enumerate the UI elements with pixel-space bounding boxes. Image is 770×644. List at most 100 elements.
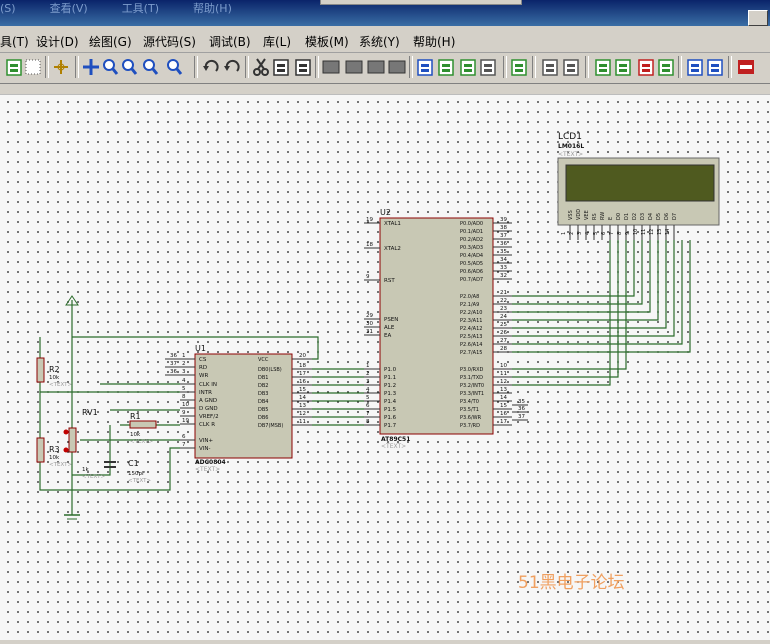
make-device-button[interactable] (437, 57, 455, 77)
wire-autorouter-button[interactable] (510, 57, 528, 77)
pan-button[interactable] (82, 57, 100, 77)
adc-pin-name: VREF/2 (199, 414, 219, 420)
lcd-pin-name: D2 (632, 213, 638, 220)
mcu-pin-name: RST (384, 278, 395, 284)
block-delete-button[interactable] (388, 57, 406, 77)
mcu-pin-number: 11 (500, 371, 507, 377)
mcu-pin-name: P2.1/A9 (460, 302, 479, 308)
r3-value: 10k (49, 455, 60, 461)
adc-pin-name: CS (199, 357, 207, 363)
packaging-button[interactable] (459, 57, 477, 77)
adc-pin-name: DB4 (258, 399, 268, 405)
block-move-button[interactable] (345, 57, 363, 77)
overlapping-dialog-edge (320, 0, 522, 5)
paste-button[interactable] (294, 57, 312, 77)
lcd-pin-name: VDD (576, 209, 582, 220)
adc-pin-number: 14 (299, 395, 306, 401)
adc-pin-name: RD (199, 365, 207, 371)
mcu-part: AT89C51 (381, 436, 410, 443)
adc-pin-number: 9 (182, 410, 186, 416)
adc-pin-name: DB5 (258, 407, 268, 413)
lcd-control-wire (512, 240, 611, 386)
mcu-pin-number: 34 (500, 257, 507, 263)
mcu-pin-number: 21 (500, 290, 507, 296)
decompose-button[interactable] (479, 57, 497, 77)
lcd-data-wire (512, 240, 675, 337)
menu-design[interactable]: 设计(D) (36, 35, 79, 49)
adc-pin-name: VCC (258, 357, 269, 363)
lcd-data-wire (512, 240, 643, 305)
ares-button[interactable] (737, 57, 755, 77)
rv1-terminal (63, 447, 69, 453)
pick-device-button[interactable] (416, 57, 434, 77)
zoom-all-button[interactable] (141, 57, 159, 77)
zoom-area-button[interactable] (165, 57, 183, 77)
bill-of-materials-button[interactable] (657, 57, 675, 77)
block-rotate-icon (367, 60, 385, 74)
menu-template[interactable]: 模板(M) (305, 35, 349, 49)
mcu-pin-name: P0.2/AD2 (460, 237, 483, 243)
mcu-pin-name: P2.0/A8 (460, 294, 479, 300)
watermark-text: 51黑电子论坛 (518, 573, 625, 593)
mcu-pin-number: 13 (500, 387, 507, 393)
mcu-pin-number: 2 (366, 371, 370, 377)
menu-library[interactable]: 库(L) (263, 35, 292, 49)
redo-button[interactable] (223, 57, 241, 77)
remove-sheet-icon (638, 59, 654, 76)
adc-pin-name: DB2 (258, 383, 268, 389)
grid-button[interactable] (24, 57, 42, 77)
decompose-icon (480, 59, 496, 76)
refresh-button[interactable] (5, 57, 23, 77)
adc-pin-name: DB0(LSB) (258, 367, 282, 373)
lcd-data-wire (512, 240, 635, 297)
mcu-pin-name: P0.5/AD5 (460, 261, 483, 267)
lcd-text: <TEXT> (558, 151, 583, 158)
electrical-check-icon (687, 59, 703, 76)
block-move-icon (345, 60, 363, 74)
mcu-pin-number: 12 (500, 379, 507, 385)
block-rotate-button[interactable] (367, 57, 385, 77)
cut-button[interactable] (252, 57, 270, 77)
r2-body (36, 357, 45, 383)
menu-help[interactable]: 帮助(H) (413, 35, 456, 49)
lcd-data-wire (512, 240, 683, 345)
zoom-out-button[interactable] (120, 57, 138, 77)
mcu-pin-number: 6 (366, 403, 370, 409)
block-copy-button[interactable] (322, 57, 340, 77)
netlist-button[interactable] (594, 57, 612, 77)
mcu-pin-name: P2.7/A15 (460, 350, 482, 356)
mcu-text: <TEXT> (381, 443, 406, 450)
zoom-in-button[interactable] (101, 57, 119, 77)
toolbar-separator (585, 56, 589, 78)
lcd-pin-number: 10 (633, 229, 639, 235)
mcu-pin-name: EA (384, 333, 391, 339)
copy-button[interactable] (272, 57, 290, 77)
adc-pin-name: INTR (199, 390, 212, 396)
electrical-check-button[interactable] (686, 57, 704, 77)
lcd-data-wire (512, 240, 651, 313)
mcu-pin-number: 29 (366, 313, 373, 319)
mcu-pin-number: 3 (366, 379, 370, 385)
toolbar-separator (532, 56, 536, 78)
adc-pin-name: CLK IN (199, 382, 217, 388)
mcu-pin-number: 8 (366, 419, 370, 425)
undo-button[interactable] (202, 57, 220, 77)
mcu-pin-number: 24 (500, 314, 507, 320)
origin-button[interactable] (52, 57, 70, 77)
search-tag-button[interactable] (541, 57, 559, 77)
new-sheet-button[interactable] (614, 57, 632, 77)
property-tool-button[interactable] (562, 57, 580, 77)
window-control-button[interactable] (748, 10, 768, 26)
menu-graph[interactable]: 绘图(G) (89, 35, 132, 49)
menu-source[interactable]: 源代码(S) (143, 35, 196, 49)
menu-tools[interactable]: 具(T) (0, 35, 29, 49)
menu-debug[interactable]: 调试(B) (209, 35, 251, 49)
menu-system[interactable]: 系统(Y) (359, 35, 400, 49)
pick-device-icon (417, 59, 433, 76)
remove-sheet-button[interactable] (637, 57, 655, 77)
toolbar-separator (245, 56, 249, 78)
ares-icon (738, 60, 754, 74)
mcu-pin-name: P1.1 (384, 375, 396, 381)
netlist-compile-button[interactable] (706, 57, 724, 77)
